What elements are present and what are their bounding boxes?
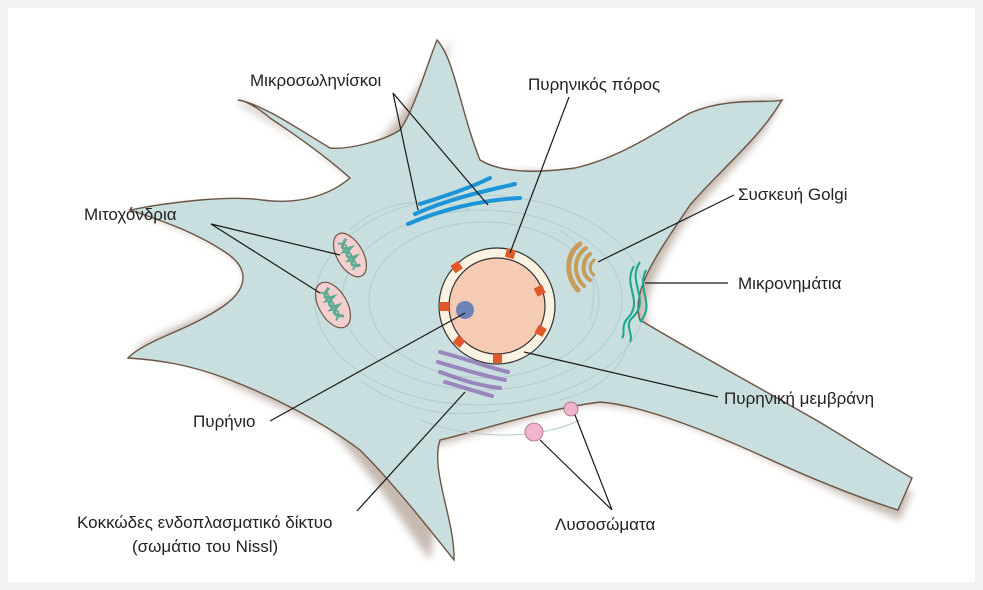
label-microfilaments: Μικρονημάτια — [738, 274, 842, 293]
lysosomes-leader — [540, 415, 612, 510]
label-mitochondria: Μιτοχόνδρια — [84, 205, 177, 224]
label-nuclear-membrane: Πυρηνική μεμβράνη — [724, 389, 874, 408]
nucleus — [439, 248, 555, 364]
label-lysosomes: Λυσοσώματα — [555, 515, 655, 534]
label-nuclear-pore: Πυρηνικός πόρος — [528, 75, 660, 94]
lysosome-right — [564, 402, 578, 416]
label-nucleolus: Πυρήνιο — [193, 412, 255, 431]
lysosome-left — [525, 423, 543, 441]
label-rough-er-line1: Κοκκώδες ενδοπλασματικό δίκτυο — [77, 513, 332, 532]
label-microtubules: Μικροσωληνίσκοι — [250, 71, 381, 90]
label-rough-er-line2: (σωμάτιο του Nissl) — [132, 537, 278, 556]
label-golgi: Συσκευή Golgi — [738, 185, 848, 204]
